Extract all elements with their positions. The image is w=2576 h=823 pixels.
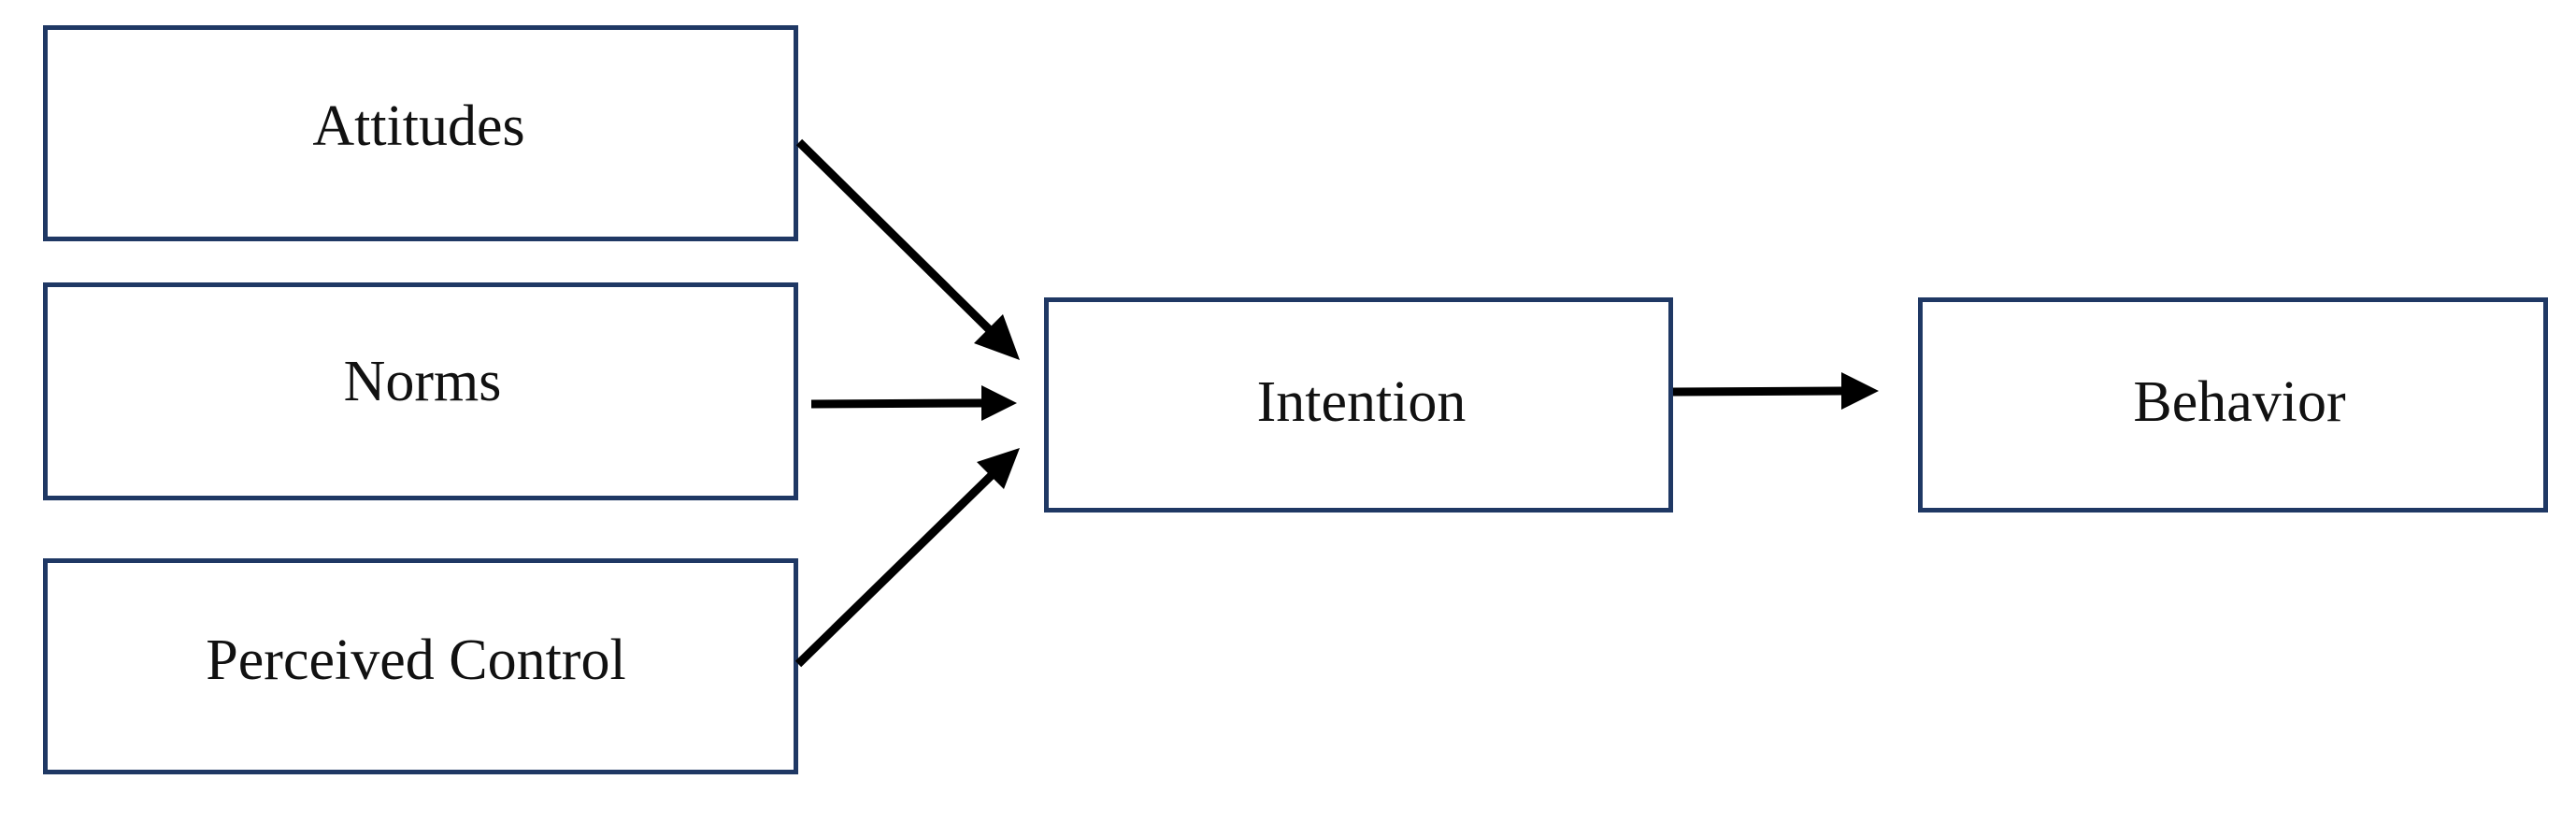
arrow-control-to-intention — [794, 448, 1020, 668]
intention-node: Intention — [1044, 297, 1673, 513]
intention-label: Intention — [1256, 369, 1467, 434]
behavior-node: Behavior — [1918, 297, 2548, 513]
norms-node: Norms — [43, 282, 798, 500]
arrow-intention-to-behavior — [1672, 372, 1879, 410]
attitudes-node: Attitudes — [43, 25, 798, 241]
perceived-control-node: Perceived Control — [43, 558, 798, 774]
arrow-attitudes-to-intention — [795, 138, 1020, 360]
behavior-label: Behavior — [2133, 369, 2346, 434]
perceived-control-label: Perceived Control — [206, 628, 626, 692]
attitudes-label: Attitudes — [312, 94, 525, 158]
norms-label: Norms — [343, 350, 502, 413]
arrow-norms-to-intention — [810, 385, 1017, 421]
